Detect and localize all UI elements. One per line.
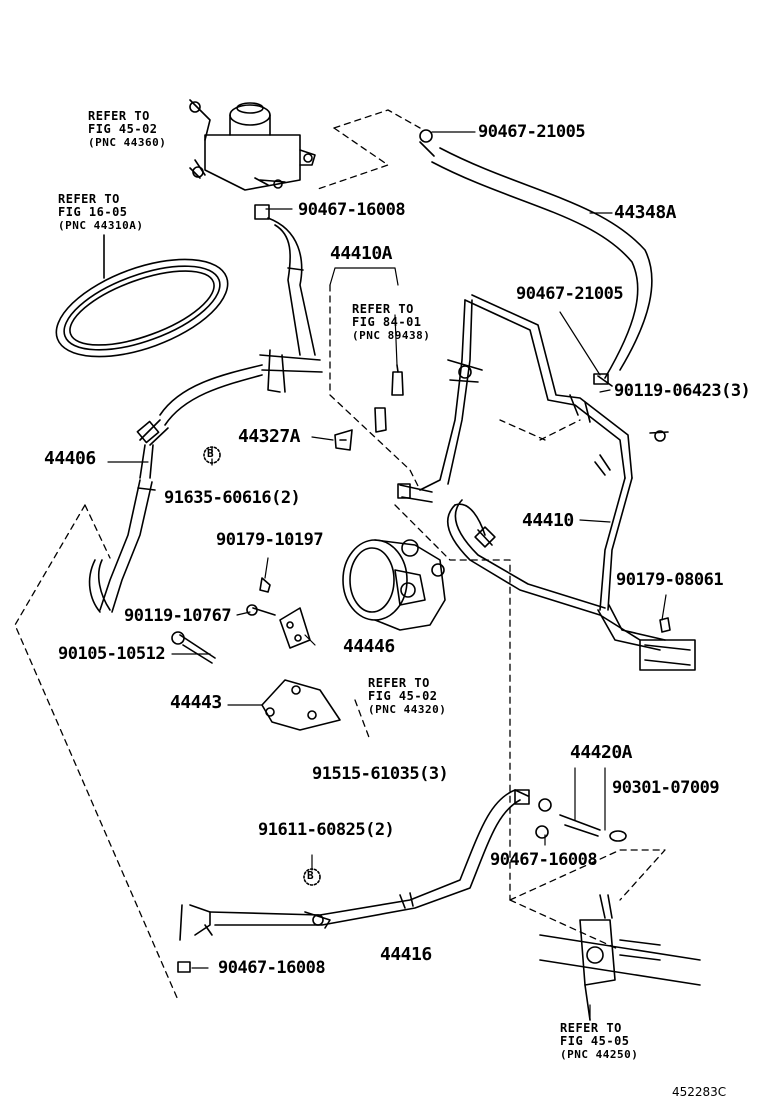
- clip-44327A: [334, 429, 353, 451]
- pump-drawing: [342, 539, 446, 631]
- hose-44406-upper: [88, 204, 323, 613]
- part-label-90467-16008-mid: 90467-16008: [490, 850, 598, 870]
- part-label-44406: 44406: [44, 448, 96, 469]
- part-label-90179-10197: 90179-10197: [216, 530, 324, 550]
- marker-b2: B: [307, 869, 314, 882]
- part-label-44410: 44410: [522, 510, 574, 531]
- steering-gear-drawing: [539, 894, 701, 1021]
- part-label-44443: 44443: [170, 692, 222, 713]
- hose-44416: [177, 789, 627, 973]
- bracket-44446: [279, 607, 311, 649]
- ref-gear: REFER TO FIG 45-05 (PNC 44250): [560, 1021, 639, 1062]
- part-label-90105-10512: 90105-10512: [58, 644, 166, 664]
- marker-b2-circle: [303, 868, 321, 886]
- figure-code: 452283C: [672, 1085, 727, 1099]
- hose-44348A: [419, 129, 653, 387]
- ref-sensor: REFER TO FIG 84-01 (PNC 89438): [352, 302, 431, 343]
- ref-pump-line3: (PNC 44320): [368, 703, 447, 716]
- part-label-91635-60616: 91635-60616(2): [164, 488, 301, 508]
- part-label-90119-06423: 90119-06423(3): [614, 381, 751, 401]
- part-label-44420A: 44420A: [570, 742, 633, 763]
- part-label-44348A: 44348A: [614, 202, 677, 223]
- ref-gear-line1: REFER TO: [560, 1021, 622, 1035]
- part-label-91515-61035: 91515-61035(3): [312, 764, 449, 784]
- hose-44410: [397, 294, 696, 671]
- leader-lines: [107, 131, 667, 1021]
- belt-drawing: [55, 234, 229, 358]
- ref-belt: REFER TO FIG 16-05 (PNC 44310A): [58, 192, 144, 233]
- phantom-lines: [14, 109, 666, 1001]
- ref-reservoir-line3: (PNC 44360): [88, 136, 167, 149]
- ref-belt-line2: FIG 16-05: [58, 205, 128, 219]
- marker-b1-circle: [203, 446, 221, 464]
- ref-gear-line2: FIG 45-05: [560, 1034, 630, 1048]
- ref-gear-line3: (PNC 44250): [560, 1048, 639, 1061]
- part-label-44410A: 44410A: [330, 243, 393, 264]
- part-label-90467-21005-mid: 90467-21005: [516, 284, 624, 304]
- part-label-90179-08061: 90179-08061: [616, 570, 724, 590]
- ref-reservoir-line2: FIG 45-02: [88, 122, 158, 136]
- ref-pump-line2: FIG 45-02: [368, 689, 438, 703]
- part-label-90119-10767: 90119-10767: [124, 606, 232, 626]
- ref-sensor-line3: (PNC 89438): [352, 329, 431, 342]
- ref-pump-line1: REFER TO: [368, 676, 430, 690]
- ref-belt-line3: (PNC 44310A): [58, 219, 144, 232]
- part-label-90467-16008-bot: 90467-16008: [218, 958, 326, 978]
- part-label-44446: 44446: [343, 636, 395, 657]
- ref-reservoir-line1: REFER TO: [88, 109, 150, 123]
- ref-belt-line1: REFER TO: [58, 192, 120, 206]
- part-label-90467-21005-top: 90467-21005: [478, 122, 586, 142]
- part-label-90301-07009: 90301-07009: [612, 778, 720, 798]
- ref-pump: REFER TO FIG 45-02 (PNC 44320): [368, 676, 447, 717]
- reservoir-drawing: [189, 99, 316, 191]
- ref-reservoir: REFER TO FIG 45-02 (PNC 44360): [88, 109, 167, 150]
- part-label-44416: 44416: [380, 944, 432, 965]
- ref-sensor-line1: REFER TO: [352, 302, 414, 316]
- part-label-44327A: 44327A: [238, 426, 301, 447]
- ref-sensor-line2: FIG 84-01: [352, 315, 422, 329]
- pressure-switch: [374, 364, 404, 433]
- marker-b1: B: [207, 447, 214, 460]
- part-label-91611-60825: 91611-60825(2): [258, 820, 395, 840]
- part-label-90467-16008-top: 90467-16008: [298, 200, 406, 220]
- bracket-44443: [261, 679, 341, 731]
